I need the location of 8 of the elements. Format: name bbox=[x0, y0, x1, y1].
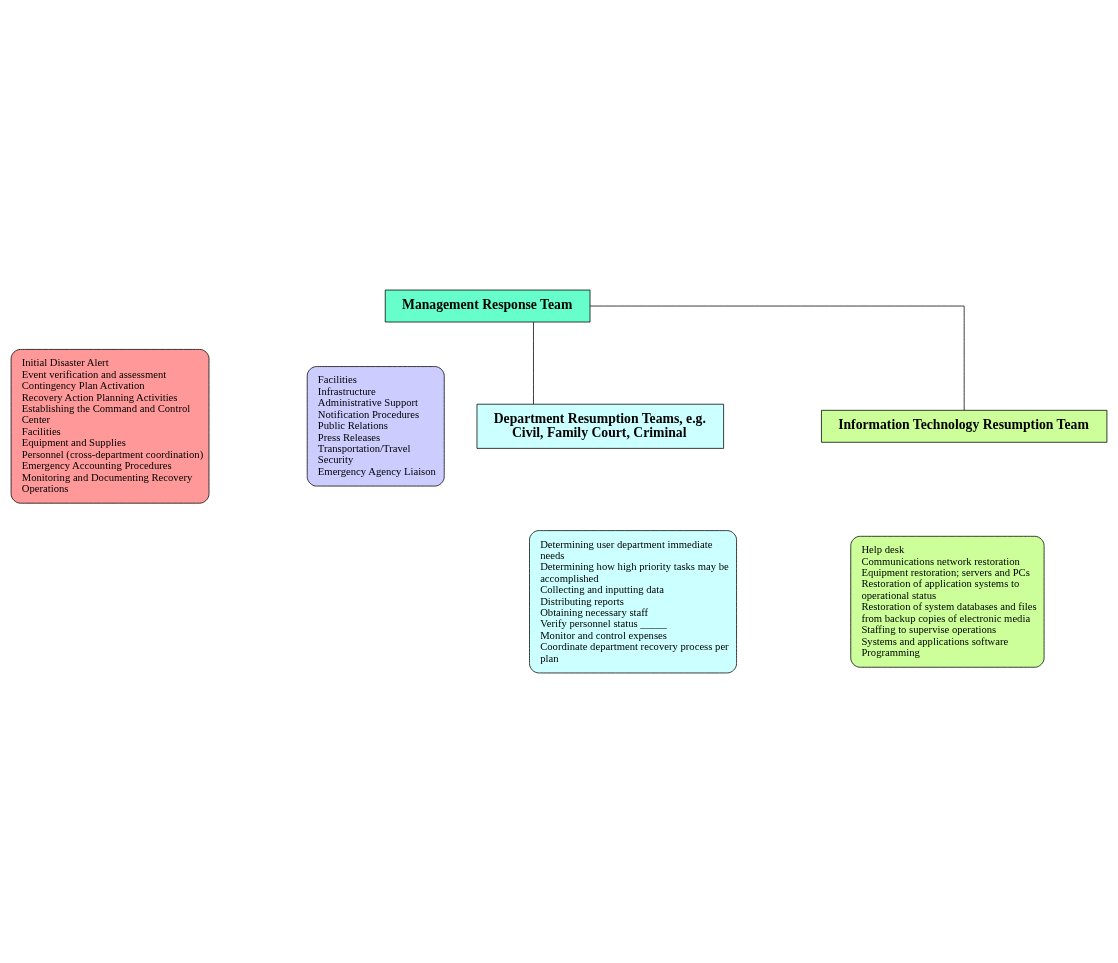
node-box: Help desk Communications network restoration Equipment restoration; servers and PCs Restoration of application systems to operational status Restoration of system databases and files from backup copies of electronic media Staffing to supervise operations Systems and applications software Programming bbox=[850, 535, 1045, 668]
connector bbox=[533, 321, 534, 405]
node-box: Initial Disaster Alert Event verification and assessment Contingency Plan Activation Recovery Action Planning Activities Establishing the Command and Control Center Facilities Equipment and Supplies Personnel (cross-department coordination) Emergency Accounting Procedures Monitoring and Documenting Recovery Operations bbox=[10, 349, 210, 504]
node-box: Management Response Team bbox=[384, 289, 591, 323]
node-box: Department Resumption Teams, e.g. Civil, Family Court, Criminal bbox=[476, 403, 724, 449]
node-box: Determining user department immediate needs Determining how high priority tasks may be accomplished Collecting and inputting data Distributing reports Obtaining necessary staff Verify personnel status _____ Monitor and control expenses Coordinate department recovery process per plan bbox=[529, 530, 737, 674]
node-box: Information Technology Resumption Team bbox=[821, 409, 1108, 443]
node-box: Facilities Infrastructure Administrative Support Notification Procedures Public Relations Press Releases Transportation/Travel Security Emergency Agency Liaison bbox=[306, 366, 445, 487]
